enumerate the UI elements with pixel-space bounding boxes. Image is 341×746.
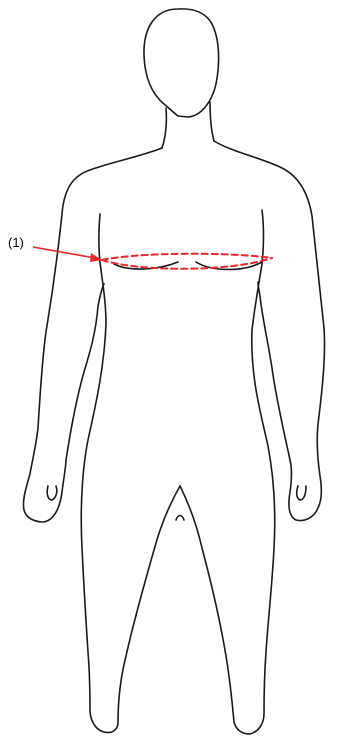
right-inner-arm (258, 282, 290, 460)
measurement-pointer (33, 247, 102, 262)
pointer-arrow-line (33, 247, 95, 258)
right-thumb (297, 486, 306, 500)
bust-measurement-top (102, 254, 272, 260)
crotch-line (176, 516, 184, 521)
neck-right (210, 102, 214, 141)
left-inner-arm (66, 284, 104, 460)
bust-measurement-line (102, 254, 272, 269)
head-outline (144, 9, 219, 117)
neck-left (162, 108, 166, 148)
right-shoulder-arm-outline (214, 141, 325, 521)
left-thumb (47, 486, 57, 500)
left-shoulder-arm-outline (23, 148, 162, 522)
right-torso-leg (180, 210, 275, 734)
measurement-marker-label: (1) (8, 235, 24, 250)
left-torso-leg (81, 214, 180, 733)
